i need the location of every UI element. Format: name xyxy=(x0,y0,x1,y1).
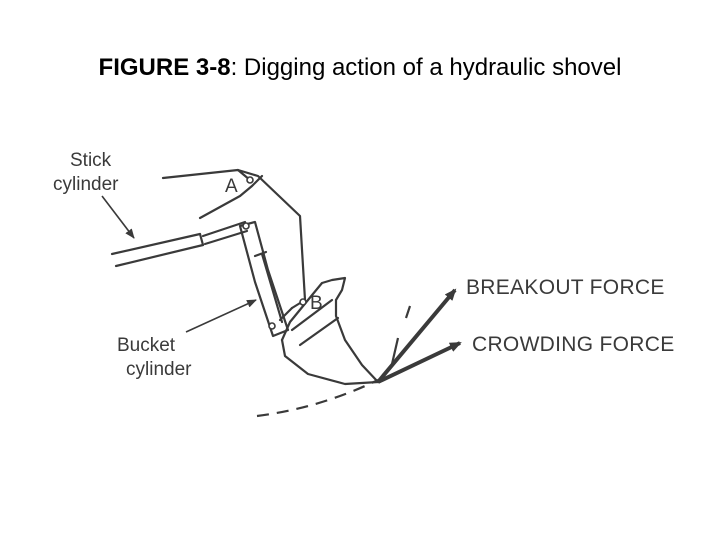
bucket-label-line1: Bucket xyxy=(117,335,176,356)
dig-path-segment-upper xyxy=(404,305,412,319)
dig-path-segment xyxy=(390,337,400,365)
crowding-force-label: CROWDING FORCE xyxy=(472,333,675,356)
breakout-force-label: BREAKOUT FORCE xyxy=(466,276,665,299)
stick-cylinder xyxy=(110,220,249,268)
figure-title: FIGURE 3-8: Digging action of a hydrauli… xyxy=(0,54,720,82)
stick-label-line2: cylinder xyxy=(53,174,119,195)
dig-path-curve xyxy=(256,379,379,418)
pin-bucket-cyl xyxy=(268,322,276,330)
bucket xyxy=(280,276,380,386)
pin-stick-cyl xyxy=(242,222,250,230)
breakout-force-arrow xyxy=(376,288,457,384)
figure-number: FIGURE 3-8 xyxy=(98,54,231,81)
crowding-force-arrow xyxy=(377,341,462,384)
pivot-pins xyxy=(242,176,307,330)
point-b-label: B xyxy=(310,293,323,314)
stick-label-line1: Stick xyxy=(70,150,112,171)
point-a-label: A xyxy=(225,176,238,197)
bucket-label-line2: cylinder xyxy=(126,359,192,380)
bucket-cylinder-leader xyxy=(185,299,257,333)
figure-caption: Digging action of a hydraulic shovel xyxy=(243,54,622,81)
pin-a xyxy=(246,176,254,184)
title-separator: : xyxy=(230,54,244,81)
pin-b xyxy=(299,298,307,306)
bucket-cylinder xyxy=(238,220,294,338)
stick-cylinder-leader xyxy=(101,195,135,239)
